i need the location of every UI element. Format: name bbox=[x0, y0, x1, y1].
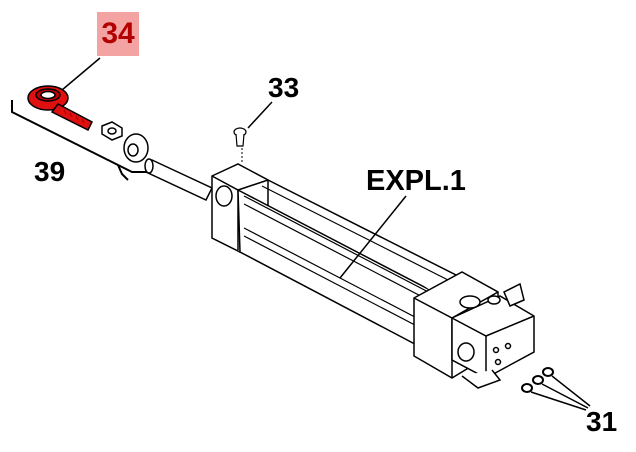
group-bracket-39 bbox=[11, 100, 148, 181]
screw-part-33[interactable] bbox=[233, 127, 247, 147]
leader-34 bbox=[61, 57, 101, 91]
valve-block[interactable] bbox=[451, 282, 535, 389]
callout-34-highlight[interactable]: 34 bbox=[97, 12, 139, 56]
leaders-31 bbox=[530, 375, 591, 411]
callout-expl-1[interactable]: EXPL.1 bbox=[366, 165, 466, 197]
callout-39[interactable]: 39 bbox=[34, 156, 66, 187]
washer[interactable] bbox=[123, 133, 149, 163]
rod-end-eye-part-34[interactable] bbox=[27, 85, 93, 132]
jam-nut[interactable] bbox=[101, 121, 123, 141]
piston-rod[interactable] bbox=[144, 158, 214, 201]
tie-rods bbox=[243, 185, 453, 337]
leader-33-top bbox=[247, 101, 273, 129]
seals-part-31[interactable] bbox=[521, 367, 554, 393]
leader-expl bbox=[339, 195, 407, 279]
callout-33[interactable]: 33 bbox=[268, 72, 300, 103]
callout-31[interactable]: 31 bbox=[586, 406, 618, 437]
